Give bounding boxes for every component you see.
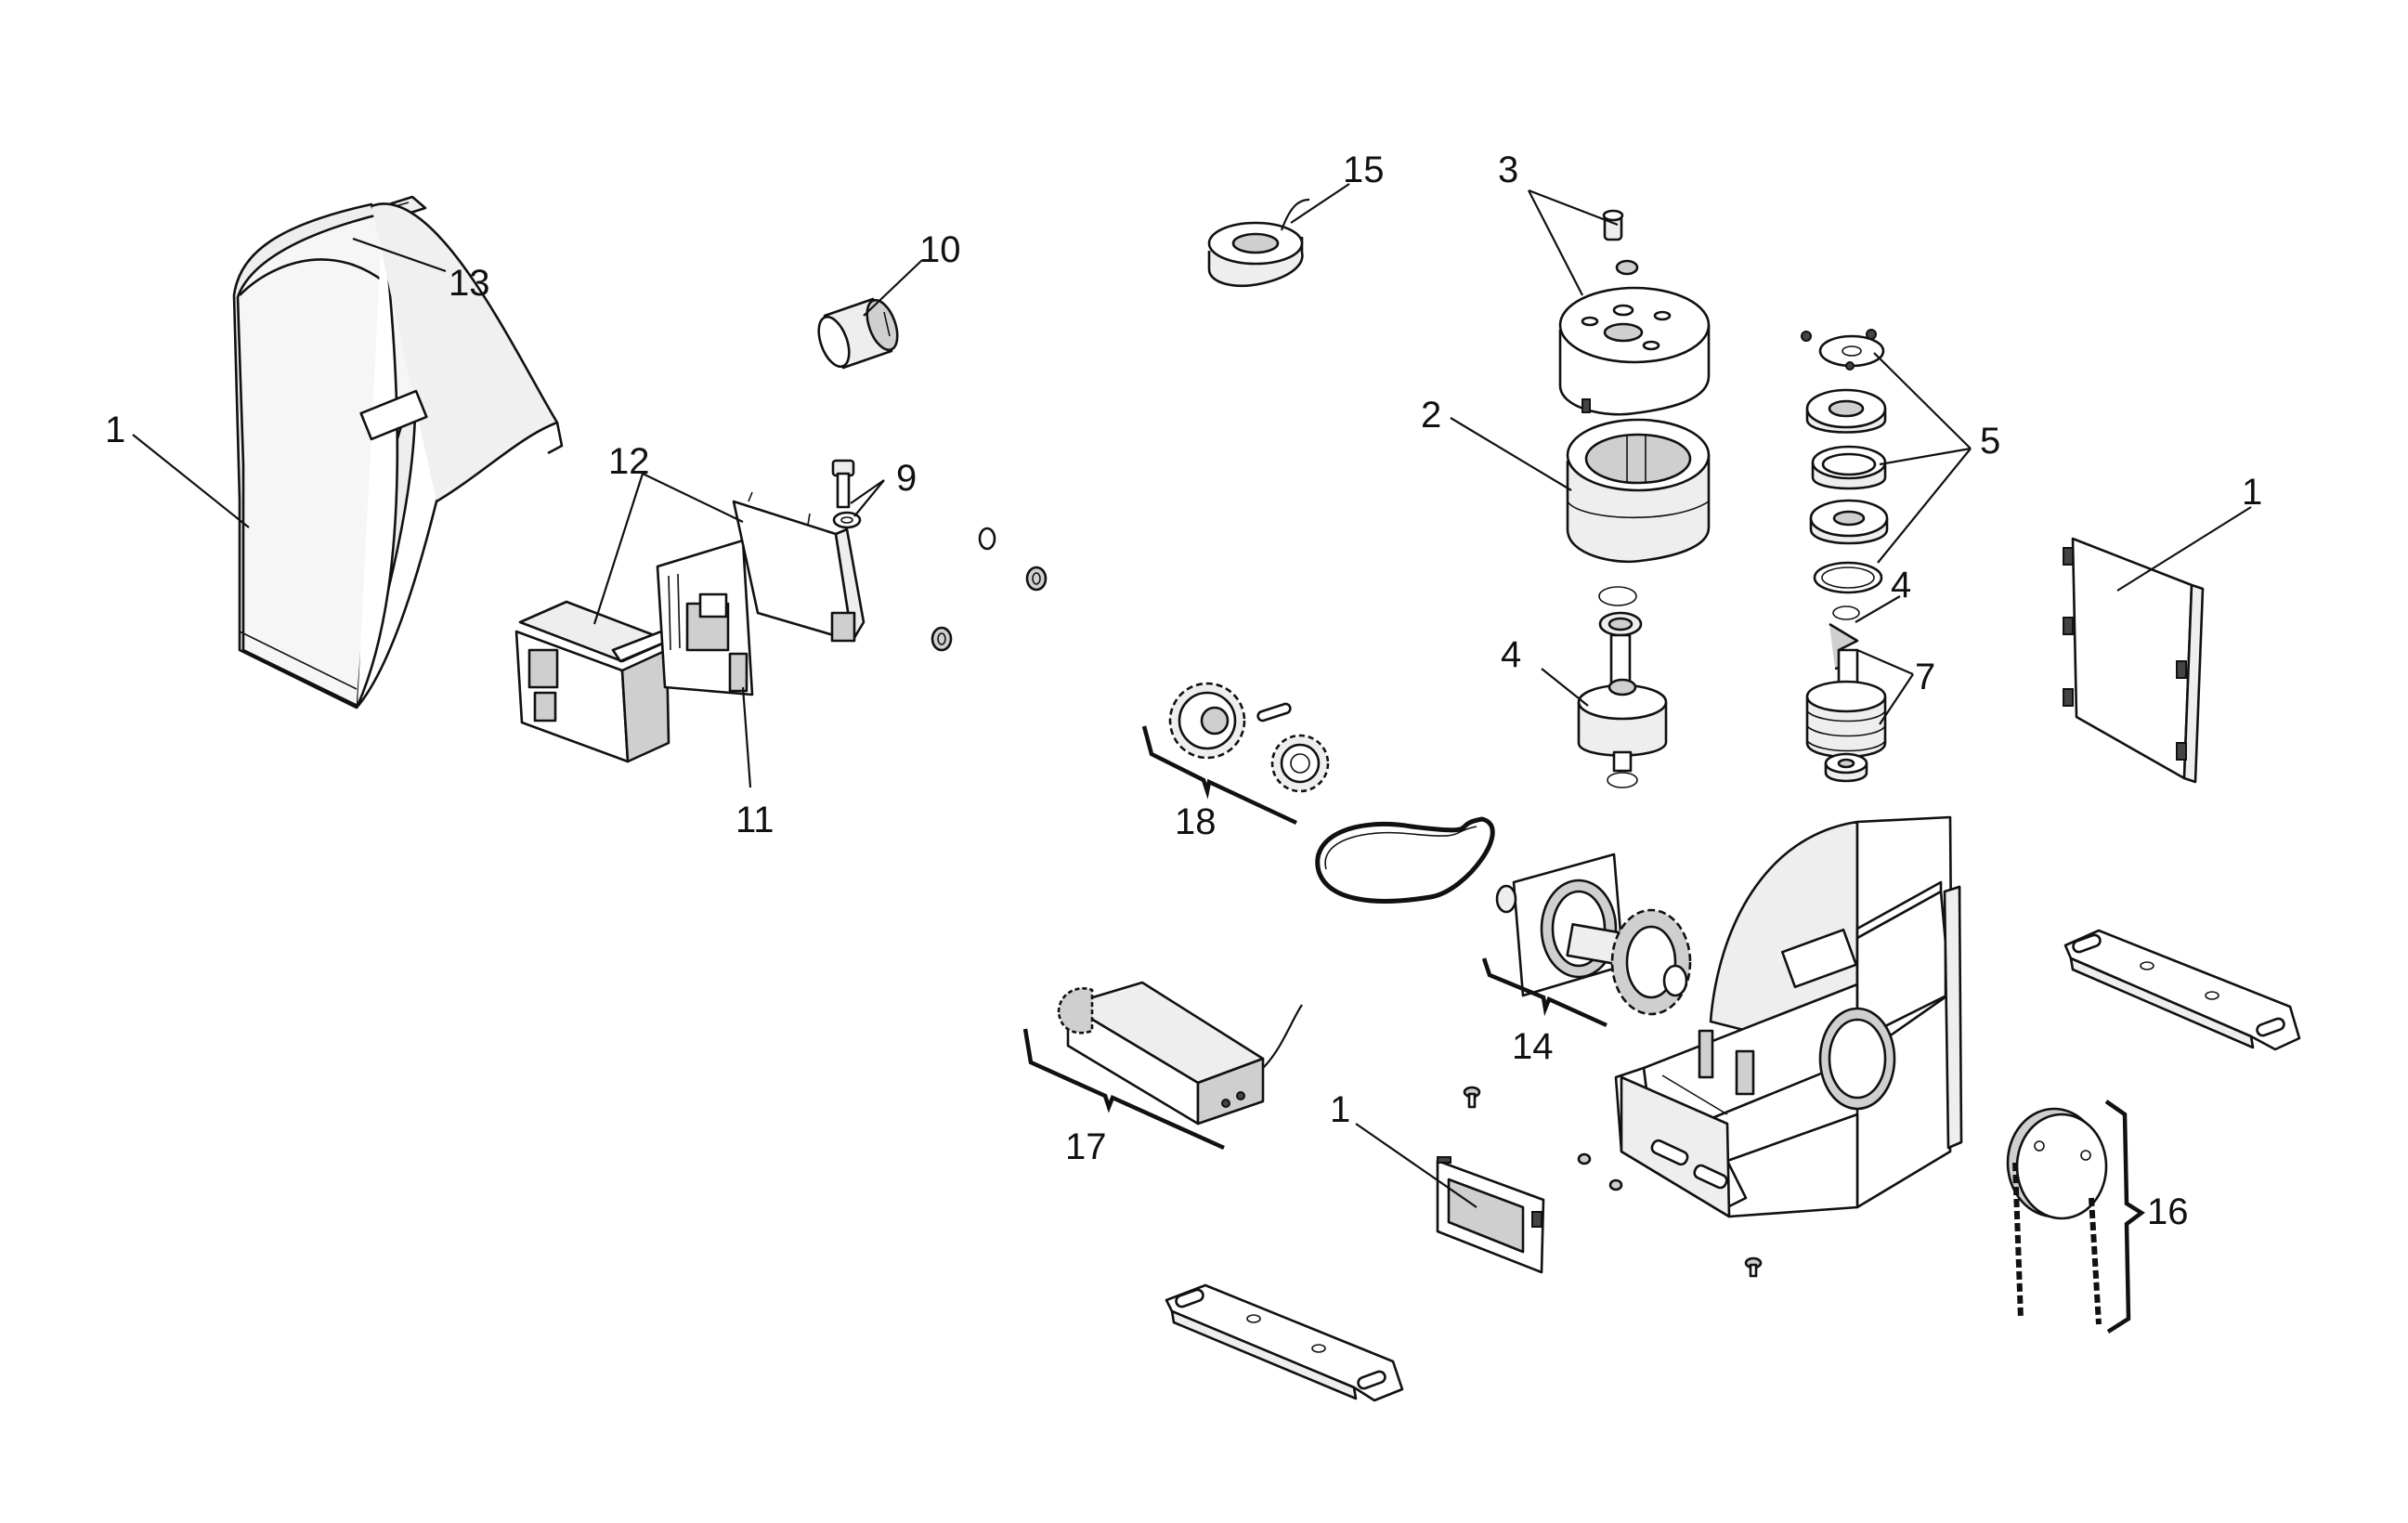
part-10-capacitor [817,297,899,370]
label-part-13: 13 [449,263,490,304]
label-part-17: 17 [1065,1126,1107,1167]
label-part-14: 14 [1512,1026,1554,1067]
part-16-chain-wheel [2006,1107,2108,1325]
part-1-cover [232,202,564,709]
callout-labels: 1 13 10 12 9 11 15 3 2 4 5 4 7 1 18 14 1… [105,150,2262,1232]
belt [1315,816,1495,904]
label-part-3: 3 [1498,150,1518,190]
part-15-encoder [1207,198,1310,287]
part-1-display [1436,1156,1545,1274]
label-part-15: 15 [1343,150,1385,190]
part-1-side-cover [2063,537,2205,784]
label-part-5: 5 [1980,421,2000,462]
leader-lines [132,183,2252,1208]
part-9-mounting-plate [732,491,866,643]
small-spacers [931,527,1048,652]
part-3-motor-cap [1558,209,1711,416]
part-14-gear-assembly [1495,853,1692,1016]
label-part-16: 16 [2147,1191,2189,1232]
part-5-bearings [1801,329,1889,594]
part-11-pcb [656,539,754,696]
label-part-18: 18 [1175,801,1217,842]
mounting-bracket-bottom [1165,1283,1404,1402]
part-17-battery [1057,981,1303,1126]
label-part-1-side-cover: 1 [2242,472,2262,513]
main-housing [1614,815,1963,1218]
label-part-12: 12 [608,441,650,482]
label-part-11: 11 [735,800,774,840]
grouping-brackets [1022,725,2145,1334]
part-18-sprockets [1168,682,1330,793]
label-part-9: 9 [896,458,917,499]
label-part-4-rotor: 4 [1501,634,1521,675]
label-part-1-display: 1 [1330,1089,1350,1130]
part-7-worm-shaft [1805,605,1887,783]
part-12-control-box [514,600,670,763]
label-part-7: 7 [1915,657,1935,697]
label-part-10: 10 [919,229,961,270]
label-part-4-shaft: 4 [1891,565,1911,605]
mounting-bracket-right [2063,929,2301,1051]
label-part-1-cover: 1 [105,410,125,450]
part-9-bolt-washer [831,459,862,529]
part-2-stator [1566,418,1711,564]
screws [1463,1086,1763,1278]
label-part-2: 2 [1421,395,1441,436]
part-4-rotor [1577,586,1668,788]
